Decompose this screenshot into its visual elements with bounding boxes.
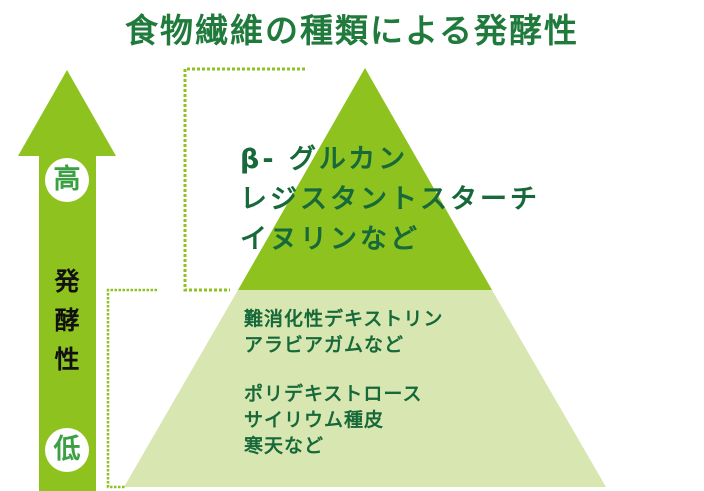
- list-item: アラビアガムなど: [244, 334, 405, 356]
- low-badge: 低: [45, 428, 89, 472]
- list-item: 難消化性デキストリン: [244, 308, 444, 330]
- pyramid-bottom-tier: [124, 290, 606, 487]
- high-fermentation-list: β- グルカン レジスタントスターチ イヌリンなど: [240, 140, 540, 260]
- axis-label-char: 性: [54, 345, 80, 374]
- low-fermentation-group-2: ポリデキストロース サイリウム種皮 寒天など: [244, 381, 422, 459]
- low-fermentation-group-1: 難消化性デキストリン アラビアガムなど: [244, 306, 443, 358]
- fermentation-arrow: [18, 70, 116, 491]
- pyramid-top-tier: [238, 68, 492, 290]
- list-item: サイリウム種皮: [244, 409, 385, 431]
- low-bracket-dotted-line: [106, 288, 157, 489]
- list-item: β- グルカン: [240, 144, 409, 175]
- high-badge: 高: [45, 158, 89, 202]
- axis-label-char: 発: [54, 267, 80, 296]
- list-item: 寒天など: [244, 435, 325, 457]
- page-title: 食物繊維の種類による発酵性: [124, 11, 579, 50]
- axis-label: 発 酵 性: [52, 262, 82, 379]
- list-item: レジスタントスターチ: [240, 184, 540, 215]
- high-bracket-dotted-line: [183, 67, 305, 292]
- list-item: イヌリンなど: [240, 224, 420, 255]
- axis-label-char: 酵: [54, 306, 80, 335]
- list-item: ポリデキストロース: [244, 383, 423, 405]
